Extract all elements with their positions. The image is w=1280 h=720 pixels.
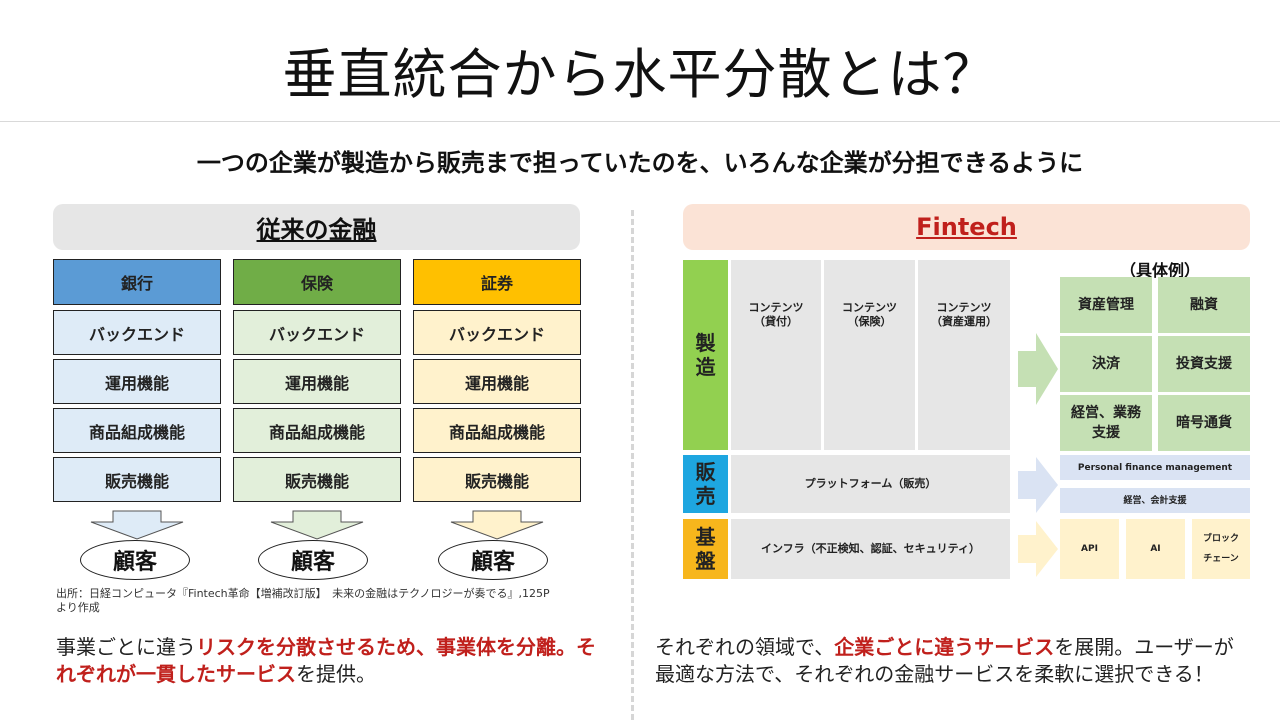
- example-business-support: 経営、業務支援: [1060, 395, 1152, 451]
- customer-ellipse: 顧客: [258, 540, 368, 580]
- down-arrow-icon: [450, 510, 544, 540]
- layer-label-char: 盤: [695, 549, 716, 573]
- function-cell: 販売機能: [413, 457, 581, 502]
- example-lending: 融資: [1158, 277, 1250, 333]
- content-line: （貸付）: [754, 315, 798, 328]
- desc-text: を提供。: [296, 662, 376, 686]
- column-header-label: 証券: [480, 274, 513, 293]
- right-arrow-icon: [1018, 457, 1058, 513]
- column-header-label: 銀行: [120, 274, 153, 293]
- column-header-insurance: 保険: [233, 259, 401, 305]
- content-cell-insurance: コンテンツ （保険）: [824, 260, 915, 450]
- desc-highlight: リスクを分散させるため、事業体を分離。それぞれが一貫したサービス: [56, 635, 596, 686]
- function-cell: 販売機能: [53, 457, 221, 502]
- title-divider: [0, 121, 1280, 122]
- function-cell: 商品組成機能: [53, 408, 221, 453]
- source-line: より作成: [56, 601, 100, 614]
- layer-label-manufacturing: 製 造: [683, 260, 728, 450]
- layer-label-infra: 基 盤: [683, 519, 728, 579]
- content-cell-lending: コンテンツ （貸付）: [731, 260, 821, 450]
- customer-ellipse: 顧客: [438, 540, 548, 580]
- content-line: コンテンツ: [748, 301, 804, 314]
- desc-highlight: 企業ごとに違うサービス: [834, 635, 1055, 659]
- function-cell: 運用機能: [53, 359, 221, 404]
- panel-divider: [631, 210, 634, 720]
- heading-label: 従来の金融: [256, 215, 377, 244]
- example-api: API: [1060, 519, 1119, 579]
- layer-label-char: 販: [695, 460, 716, 484]
- platform-cell: プラットフォーム（販売）: [731, 455, 1010, 513]
- function-cell: 商品組成機能: [233, 408, 401, 453]
- example-accounting-support: 経営、会計支援: [1060, 488, 1250, 513]
- function-cell: バックエンド: [53, 310, 221, 355]
- example-blockchain: ブロックチェーン: [1192, 519, 1250, 579]
- fintech-heading: Fintech: [683, 204, 1250, 250]
- example-payment: 決済: [1060, 336, 1152, 392]
- down-arrow-icon: [270, 510, 364, 540]
- function-cell: 運用機能: [413, 359, 581, 404]
- source-line: 出所：日経コンピュータ『Fintech革命【増補改訂版】 未来の金融はテクノロジ…: [56, 587, 550, 600]
- function-cell: 運用機能: [233, 359, 401, 404]
- content-line: コンテンツ: [842, 301, 897, 314]
- fintech-description: それぞれの領域で、企業ごとに違うサービスを展開。ユーザーが最適な方法で、それぞれ…: [655, 634, 1235, 688]
- examples-caption: （具体例）: [1119, 261, 1200, 280]
- right-arrow-icon: [1018, 521, 1058, 577]
- content-cell-asset-management: コンテンツ （資産運用）: [918, 260, 1010, 450]
- example-ai: AI: [1126, 519, 1185, 579]
- layer-label-char: 造: [695, 355, 716, 379]
- desc-text: を展開。ユーザーが最適な方法で、それぞれの金融サービスを柔軟に選択できる！: [655, 635, 1234, 686]
- column-header-bank: 銀行: [53, 259, 221, 305]
- infrastructure-cell: インフラ（不正検知、認証、セキュリティ）: [731, 519, 1010, 579]
- layer-label-sales: 販 売: [683, 455, 728, 513]
- traditional-finance-heading: 従来の金融: [53, 204, 580, 250]
- layer-label-char: 売: [695, 484, 716, 508]
- example-pfm: Personal finance management: [1060, 455, 1250, 480]
- content-line: コンテンツ: [936, 301, 992, 314]
- traditional-description: 事業ごとに違うリスクを分散させるため、事業体を分離。それぞれが一貫したサービスを…: [56, 634, 596, 688]
- function-cell: 商品組成機能: [413, 408, 581, 453]
- content-line: （資産運用）: [931, 315, 997, 328]
- function-cell: バックエンド: [413, 310, 581, 355]
- function-cell: 販売機能: [233, 457, 401, 502]
- customer-ellipse: 顧客: [80, 540, 190, 580]
- example-cryptocurrency: 暗号通貨: [1158, 395, 1250, 451]
- page-subtitle: 一つの企業が製造から販売まで担っていたのを、いろんな企業が分担できるように: [196, 149, 1084, 177]
- function-cell: バックエンド: [233, 310, 401, 355]
- example-asset-management: 資産管理: [1060, 277, 1152, 333]
- column-header-label: 保険: [300, 274, 333, 293]
- content-line: （保険）: [847, 315, 892, 328]
- example-investment-support: 投資支援: [1158, 336, 1250, 392]
- source-citation: 出所：日経コンピュータ『Fintech革命【増補改訂版】 未来の金融はテクノロジ…: [56, 587, 616, 615]
- down-arrow-icon: [90, 510, 184, 540]
- right-arrow-icon: [1018, 333, 1058, 405]
- layer-label-char: 製: [695, 331, 716, 355]
- page-title: 垂直統合から水平分散とは？: [282, 43, 998, 106]
- column-header-securities: 証券: [413, 259, 581, 305]
- desc-text: 事業ごとに違う: [56, 635, 196, 659]
- heading-label: Fintech: [916, 213, 1017, 241]
- desc-text: それぞれの領域で、: [655, 635, 835, 659]
- layer-label-char: 基: [695, 525, 716, 549]
